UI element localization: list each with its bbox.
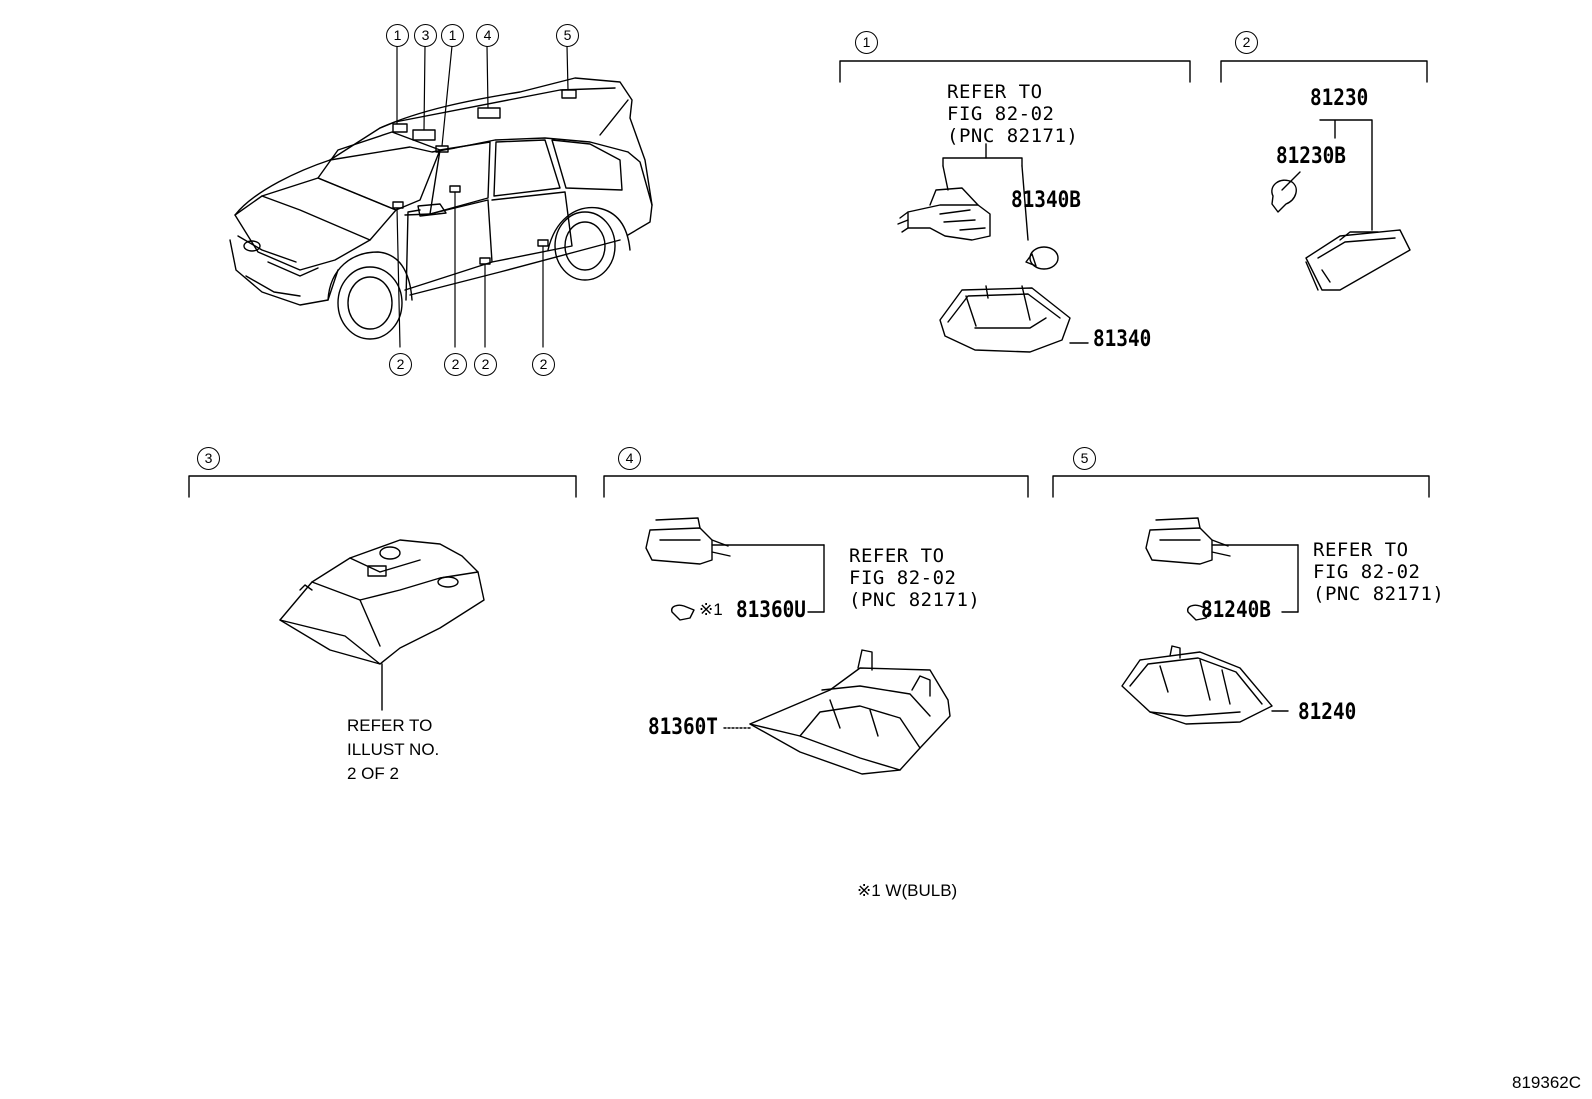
section4-ref-line1: REFER TO [849,545,945,567]
callout-top-1: 1 [386,24,409,47]
part-81240: 81240 [1298,700,1357,725]
callout-top-3: 1 [441,24,464,47]
section-5-number: 5 [1073,447,1096,470]
section-1-number: 1 [855,31,878,54]
section4-parts [645,517,951,775]
callout-bottom-4: 2 [532,353,555,376]
section5-ref-line1: REFER TO [1313,539,1409,561]
callout-top-4: 4 [476,24,499,47]
part-81340B: 81340B [1011,188,1081,213]
part-81230B: 81230B [1276,144,1346,169]
part-81240B: 81240B [1201,598,1271,623]
section1-ref-line2: FIG 82-02 [947,103,1055,125]
section4-ref-line2: FIG 82-02 [849,567,957,589]
section3-ref-line3: 2 OF 2 [347,764,399,783]
section1-ref-line3: (PNC 82171) [947,125,1079,147]
section3-ref-line1: REFER TO [347,716,433,735]
section1-ref-line1: REFER TO [947,81,1043,103]
figure-code: 819362C [1512,1073,1582,1092]
section5-parts [1121,517,1299,725]
part-81230: 81230 [1310,86,1369,111]
callout-bottom-3: 2 [474,353,497,376]
section-3-number: 3 [197,447,220,470]
footnote-bulb: ※1 W(BULB) [857,881,958,900]
callout-bottom-2: 2 [444,353,467,376]
section-2-number: 2 [1235,31,1258,54]
section2-parts [1271,119,1411,291]
part-81360T: 81360T [648,715,718,740]
callout-top-5: 5 [556,24,579,47]
callout-top-2: 3 [414,24,437,47]
section-4-number: 4 [618,447,641,470]
section4-ref-line3: (PNC 82171) [849,589,981,611]
section3-ref-line2: ILLUST NO. [347,740,440,759]
callout-leaders [396,45,569,348]
section5-ref-line2: FIG 82-02 [1313,561,1421,583]
part-81360U: 81360U [736,598,806,623]
vehicle-illustration [229,77,653,340]
section4-bulb-mark: ※1 [699,600,723,619]
section3-parts [279,539,485,711]
callout-bottom-1: 2 [389,353,412,376]
section5-ref-line3: (PNC 82171) [1313,583,1445,605]
section1-parts [897,143,1089,353]
section-brackets [188,60,1430,498]
part-81340: 81340 [1093,327,1152,352]
